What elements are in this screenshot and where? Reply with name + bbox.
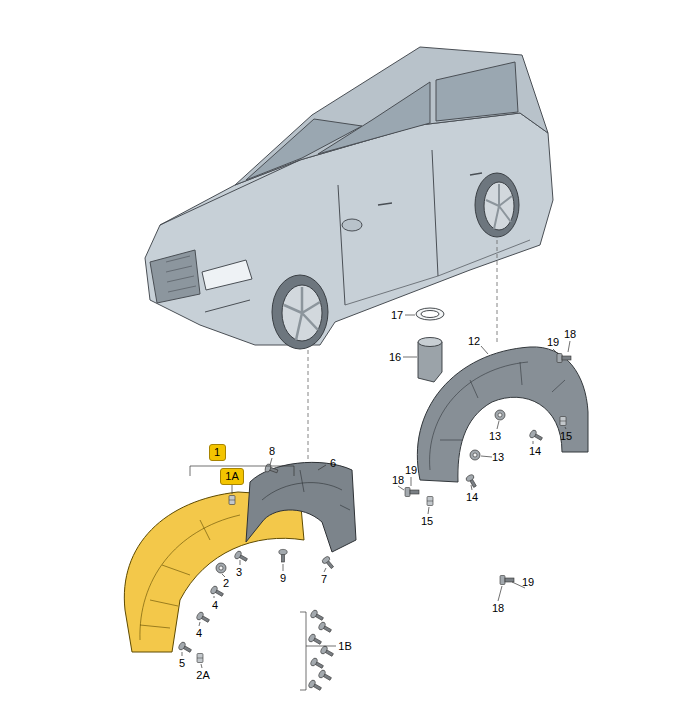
callout-number: 4 (212, 599, 218, 612)
callout-text: 19 (522, 576, 534, 588)
callout-text: 18 (492, 602, 504, 614)
callout-text: 17 (391, 309, 403, 321)
callout-text: 7 (321, 573, 327, 585)
callout-text: 18 (392, 474, 404, 486)
fasteners (178, 354, 571, 693)
callout-text: 1 (214, 446, 220, 459)
callout-number: 19 (547, 336, 559, 349)
callout-number: 9 (280, 572, 286, 585)
callout-text: 13 (489, 430, 501, 442)
callout-text: 4 (196, 627, 202, 639)
callout-number: 18 (564, 328, 576, 341)
callout-text: 2A (196, 669, 209, 681)
callout-number: 2A (196, 669, 209, 682)
callout-number: 8 (269, 445, 275, 458)
leader-lines (182, 315, 570, 690)
callout-text: 19 (405, 464, 417, 476)
callout-text: 13 (492, 451, 504, 463)
callout-number: 4 (196, 627, 202, 640)
callout-text: 1B (338, 640, 351, 652)
callout-number: 6 (330, 457, 336, 470)
callout-text: 12 (468, 335, 480, 347)
callout-text: 3 (236, 566, 242, 578)
callout-text: 14 (529, 445, 541, 457)
callout-number: 14 (529, 445, 541, 458)
callout-text: 16 (389, 351, 401, 363)
wheel-liner-section (246, 462, 356, 552)
callout-number: 15 (421, 515, 433, 528)
locator-line (497, 240, 498, 345)
callout-number: 17 (391, 309, 403, 322)
callout-text: 1A (225, 470, 238, 483)
highlighted-callout: 1A (220, 468, 244, 485)
filler-tube-housing (416, 308, 444, 382)
highlighted-callout: 1 (209, 444, 226, 461)
callout-text: 19 (547, 336, 559, 348)
front-wheel-liner (124, 492, 304, 652)
callout-number: 18 (492, 602, 504, 615)
callout-number: 13 (489, 430, 501, 443)
callout-number: 14 (466, 491, 478, 504)
callout-text: 8 (269, 445, 275, 457)
callout-number: 3 (236, 566, 242, 579)
callout-number: 19 (522, 576, 534, 589)
callout-text: 14 (466, 491, 478, 503)
car-body (145, 47, 553, 345)
callout-number: 19 (405, 464, 417, 477)
callout-text: 15 (560, 430, 572, 442)
callout-text: 9 (280, 572, 286, 584)
locator-line (308, 350, 309, 462)
callout-number: 13 (492, 451, 504, 464)
callout-number: 1B (338, 640, 351, 653)
car-wheels (272, 173, 519, 349)
callout-number: 15 (560, 430, 572, 443)
callout-text: 18 (564, 328, 576, 340)
callout-number: 18 (392, 474, 404, 487)
callout-text: 15 (421, 515, 433, 527)
callout-text: 5 (179, 657, 185, 669)
callout-text: 6 (330, 457, 336, 469)
callout-number: 5 (179, 657, 185, 670)
rear-wheel-liner (417, 347, 588, 482)
callout-number: 2 (223, 577, 229, 590)
callout-number: 7 (321, 573, 327, 586)
callout-number: 16 (389, 351, 401, 364)
callout-text: 4 (212, 599, 218, 611)
callout-text: 2 (223, 577, 229, 589)
callout-number: 12 (468, 335, 480, 348)
